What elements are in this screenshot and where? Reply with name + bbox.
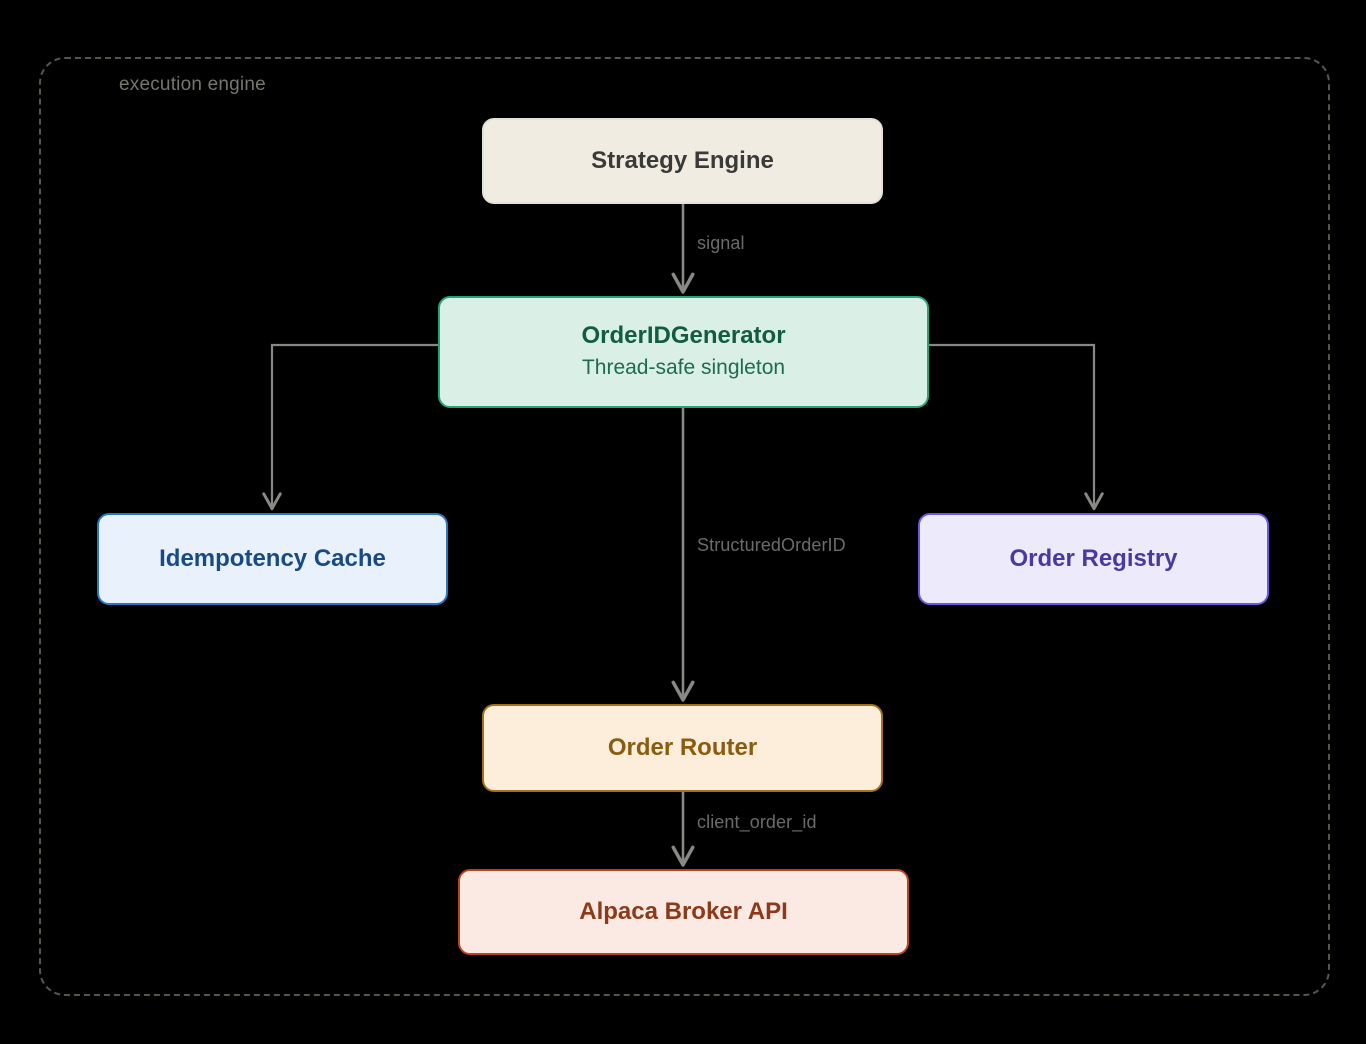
node-order-registry[interactable]: Order Registry: [918, 513, 1269, 605]
edge-label-structured-order-id: StructuredOrderID: [697, 535, 846, 555]
node-title: Order Router: [607, 733, 758, 761]
node-title: Alpaca Broker API: [579, 897, 788, 925]
subgraph-label: execution engine: [119, 74, 266, 95]
edge-label-signal: signal: [697, 233, 745, 253]
node-strategy-engine[interactable]: Strategy Engine: [482, 118, 883, 204]
node-orderidgenerator[interactable]: OrderIDGenerator Thread-safe singleton: [438, 296, 929, 408]
node-title: Order Registry: [1009, 544, 1178, 572]
node-subtitle: Thread-safe singleton: [581, 356, 786, 380]
node-order-router[interactable]: Order Router: [482, 704, 883, 792]
node-idempotency-cache[interactable]: Idempotency Cache: [97, 513, 448, 605]
edge-label-client-order-id: client_order_id: [697, 812, 817, 832]
node-alpaca-broker-api[interactable]: Alpaca Broker API: [458, 869, 909, 955]
node-title: Strategy Engine: [591, 146, 774, 174]
subgraph-execution-engine: [39, 57, 1330, 996]
node-title: OrderIDGenerator: [581, 322, 786, 350]
node-title: Idempotency Cache: [159, 544, 386, 572]
